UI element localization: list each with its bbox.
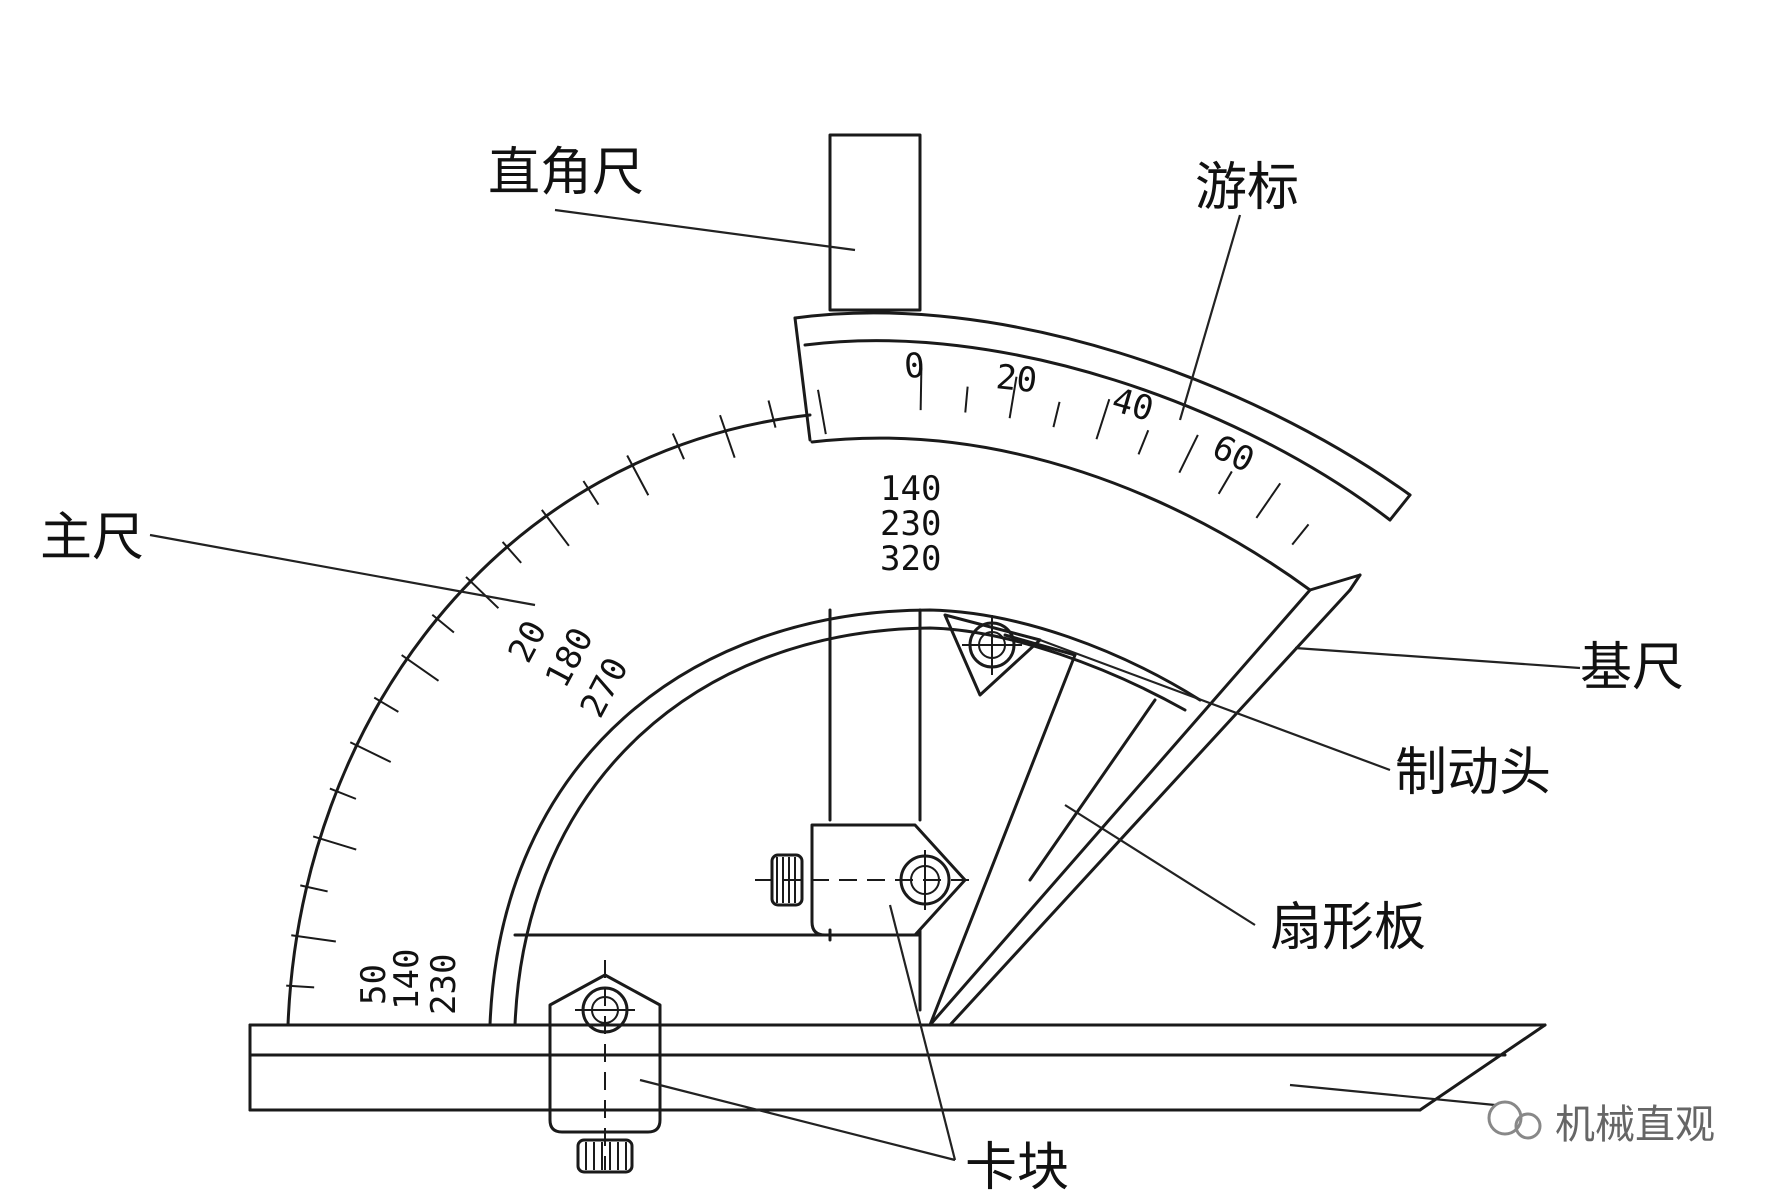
main-scale-tick xyxy=(401,654,440,682)
base-ruler xyxy=(928,573,1362,1027)
main-scale-tick xyxy=(349,741,392,763)
main-scale-tick xyxy=(541,509,570,547)
horizontal-ruler xyxy=(248,1023,1547,1112)
low-reading-2: 140 xyxy=(387,949,427,1010)
main-scale-tick xyxy=(291,934,336,943)
leader-lines xyxy=(149,208,1581,1162)
main-scale-tick xyxy=(465,576,500,609)
vernier-tick xyxy=(1255,482,1282,519)
brake-head xyxy=(943,613,1042,697)
vernier-tick xyxy=(1095,398,1111,440)
main-scale-ticks xyxy=(286,389,827,989)
main-scale-tick xyxy=(312,835,357,851)
labels: 直角尺 游标 主尺 基尺 制动头 扇形板 卡块 xyxy=(40,143,1684,1198)
vernier-tick xyxy=(919,368,923,411)
clamp-block-upper xyxy=(755,823,975,937)
label-main-scale: 主尺 xyxy=(40,508,144,568)
main-scale-tick xyxy=(286,984,315,989)
mid-readings: 20 180 270 xyxy=(501,614,637,724)
label-clamp-block: 卡块 xyxy=(965,1138,1069,1198)
clamp-block-lower xyxy=(548,960,662,1174)
vernier-ticks xyxy=(919,368,1310,546)
vernier-tick xyxy=(964,386,969,413)
low-reading-1: 50 xyxy=(354,964,394,1005)
vernier-num-20: 20 xyxy=(994,357,1039,401)
square-ruler xyxy=(828,133,922,1012)
watermark: 机械直观 xyxy=(1487,1100,1715,1148)
sector-plate xyxy=(928,633,1157,1027)
label-vernier: 游标 xyxy=(1195,158,1299,218)
vernier-tick xyxy=(1178,434,1199,474)
label-base-ruler: 基尺 xyxy=(1580,638,1684,698)
vernier-tick xyxy=(1137,429,1150,455)
vernier-tick xyxy=(1052,401,1061,428)
main-scale-tick xyxy=(626,455,650,496)
label-square: 直角尺 xyxy=(488,143,644,203)
main-scale-tick xyxy=(373,696,399,713)
vernier xyxy=(793,311,1412,592)
label-sector-plate: 扇形板 xyxy=(1270,898,1426,958)
center-readings: 140 230 320 xyxy=(880,469,941,579)
low-readings: 50 140 230 xyxy=(354,949,464,1015)
main-scale-tick xyxy=(300,884,328,893)
main-scale-tick xyxy=(431,613,455,634)
main-scale-tick xyxy=(329,787,357,800)
main-scale-tick xyxy=(582,480,600,506)
main-scale xyxy=(286,389,1202,1027)
vernier-tick xyxy=(1217,470,1233,495)
vernier-num-40: 40 xyxy=(1108,380,1158,430)
vernier-tick xyxy=(1291,523,1310,546)
center-reading-1: 140 xyxy=(880,469,941,509)
vernier-tick xyxy=(1008,376,1018,419)
main-scale-tick xyxy=(671,433,685,460)
main-scale-tick xyxy=(767,400,777,428)
vernier-num-0: 0 xyxy=(903,346,926,387)
watermark-text: 机械直观 xyxy=(1555,1102,1715,1148)
center-reading-2: 230 xyxy=(880,504,941,544)
main-scale-tick xyxy=(501,541,522,564)
label-brake-head: 制动头 xyxy=(1395,743,1551,803)
main-scale-tick xyxy=(817,389,827,435)
main-scale-tick xyxy=(719,414,736,459)
low-reading-3: 230 xyxy=(424,954,464,1015)
center-reading-3: 320 xyxy=(880,539,941,579)
